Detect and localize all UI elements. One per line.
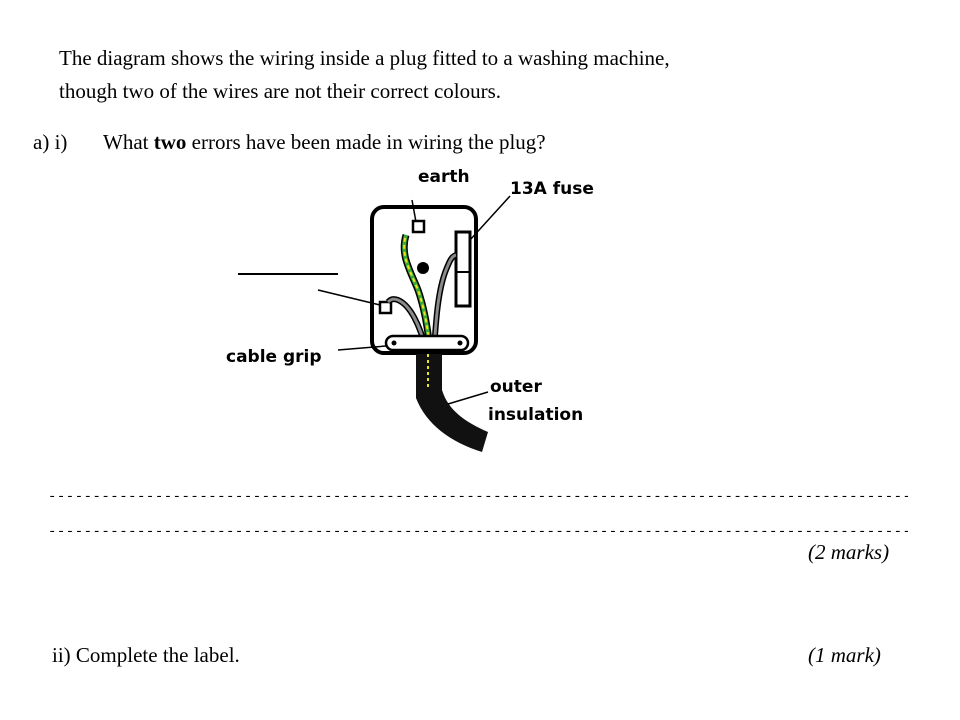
question-number: a) i) [33, 130, 68, 154]
earth-terminal [411, 219, 426, 234]
fuse-leader [469, 195, 511, 241]
fuse-label: 13A fuse [510, 179, 594, 199]
intro-line-2: though two of the wires are not their co… [59, 79, 502, 103]
cable-grip-bar [384, 334, 470, 352]
cable-grip-label: cable grip [226, 347, 322, 367]
plug-wiring-diagram: earth 13A fuse cable grip outer insulati… [226, 167, 594, 452]
outer-label: outer [490, 377, 542, 397]
earth-label: earth [418, 167, 470, 187]
answer-line-1[interactable]: ----------------------------------------… [48, 489, 908, 505]
question-a-ii: ii) Complete the label. [52, 643, 240, 667]
neutral-terminal [378, 300, 393, 315]
earth-wire-stripe [403, 234, 431, 351]
live-wire-core [432, 253, 457, 351]
intro-line-1: The diagram shows the wiring inside a pl… [59, 46, 670, 70]
centre-screw [417, 262, 429, 274]
marks-label-a-ii: (1 mark) [808, 643, 881, 667]
plug-casing [370, 205, 478, 355]
cable [416, 354, 488, 452]
neutral-wire-core [386, 297, 428, 351]
cable-grip-screw-left [391, 340, 397, 346]
question-bold-word: two [153, 130, 187, 154]
insulation-label: insulation [488, 405, 583, 425]
answer-line-2[interactable]: ----------------------------------------… [48, 524, 908, 540]
blank-label-leader [317, 289, 381, 306]
cable-grip-screw-right [457, 340, 463, 346]
outer-insulation-leader [447, 391, 489, 405]
fuse-holder [454, 230, 472, 308]
question-text-end: errors have been made in wiring the plug… [186, 130, 546, 154]
question-a-i: a) i) What two errors have been made in w… [33, 127, 546, 157]
question-text-start: What [103, 130, 154, 154]
earth-leader [411, 199, 417, 223]
marks-label-a-i: (2 marks) [808, 540, 890, 564]
cable-grip-leader [337, 345, 387, 351]
